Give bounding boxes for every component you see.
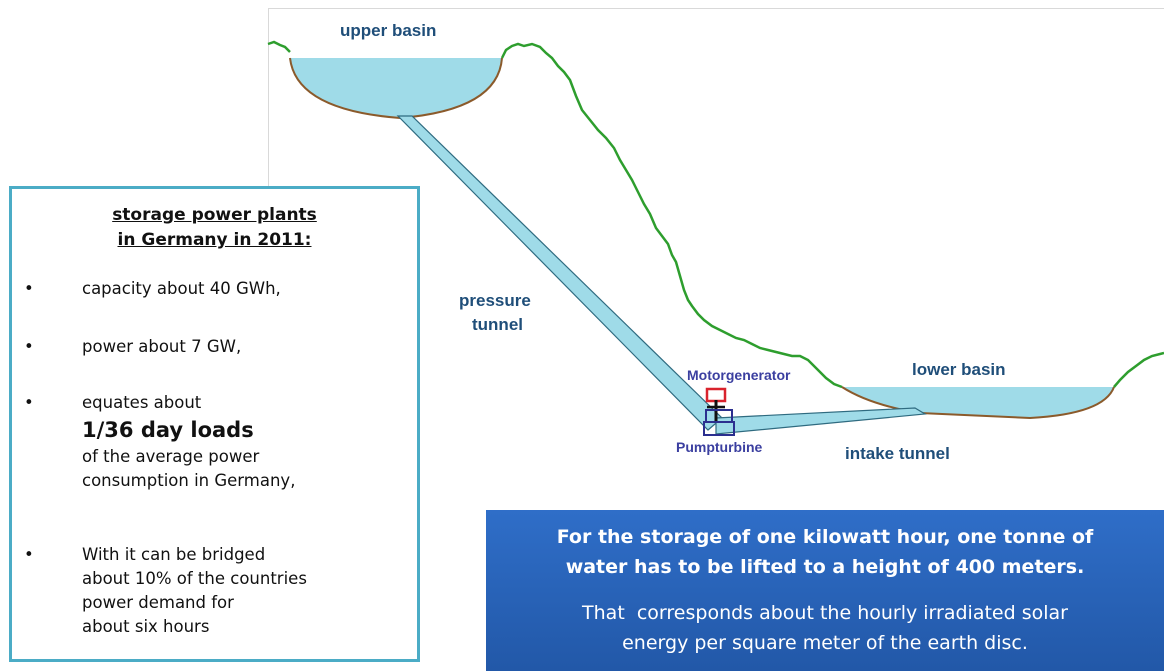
- mountain-slope-line: [500, 42, 843, 389]
- highlight-plain-line2: energy per square meter of the earth dis…: [622, 632, 1028, 654]
- highlight-plain-text: That corresponds about the hourly irradi…: [486, 598, 1164, 658]
- highlight-bold-line1: For the storage of one kilowatt hour, on…: [556, 526, 1094, 548]
- item-equates-line3: of the average power: [82, 447, 260, 466]
- highlight-plain-line1: That corresponds about the hourly irradi…: [582, 602, 1068, 624]
- item-bridged-line1: With it can be bridged: [82, 545, 266, 564]
- bullet-icon: •: [24, 337, 34, 356]
- motorgenerator-box: [705, 387, 727, 403]
- pressure-tunnel: [396, 115, 723, 431]
- pressure-tunnel-label-line1: pressure: [459, 291, 531, 310]
- bullet-icon: •: [24, 279, 34, 298]
- terrain-line-right: [1113, 351, 1164, 388]
- item-equates-emphasis: 1/36 day loads: [82, 418, 254, 442]
- highlight-bold-text: For the storage of one kilowatt hour, on…: [486, 522, 1164, 582]
- pressure-tunnel-label-line2: tunnel: [472, 315, 523, 334]
- item-power-text: power about 7 GW,: [82, 337, 242, 356]
- item-capacity-text: capacity about 40 GWh,: [82, 279, 281, 298]
- terrain-line-left: [267, 40, 291, 53]
- intake-tunnel: [715, 407, 927, 435]
- motorgenerator-label: Motorgenerator: [687, 367, 791, 383]
- intake-tunnel-label: intake tunnel: [845, 444, 950, 463]
- upper-basin-water: [290, 58, 502, 118]
- pumpturbine-label: Pumpturbine: [676, 439, 763, 455]
- upper-basin-label: upper basin: [340, 21, 437, 40]
- item-equates-line4: consumption in Germany,: [82, 471, 296, 490]
- pumpturbine-box-lower: [703, 421, 735, 436]
- item-bridged-line3: power demand for: [82, 593, 234, 612]
- item-equates-text: equates about 1/36 day loads of the aver…: [82, 391, 295, 493]
- info-title-line1: storage power plants: [112, 205, 317, 225]
- info-title: storage power plants in Germany in 2011:: [12, 203, 417, 253]
- item-bridged-line2: about 10% of the countries: [82, 569, 307, 588]
- highlight-bold-line2: water has to be lifted to a height of 40…: [565, 556, 1085, 578]
- bullet-icon: •: [24, 393, 34, 412]
- lower-basin-rim: [841, 386, 1115, 420]
- info-box: storage power plants in Germany in 2011:…: [9, 186, 420, 662]
- lower-basin-label: lower basin: [912, 360, 1006, 379]
- highlight-box: For the storage of one kilowatt hour, on…: [486, 510, 1164, 671]
- item-equates-line1: equates about: [82, 393, 202, 412]
- item-bridged-line4: about six hours: [82, 617, 210, 636]
- info-title-line2: in Germany in 2011:: [117, 230, 312, 250]
- item-bridged-text: With it can be bridged about 10% of the …: [82, 543, 307, 639]
- bullet-icon: •: [24, 545, 34, 564]
